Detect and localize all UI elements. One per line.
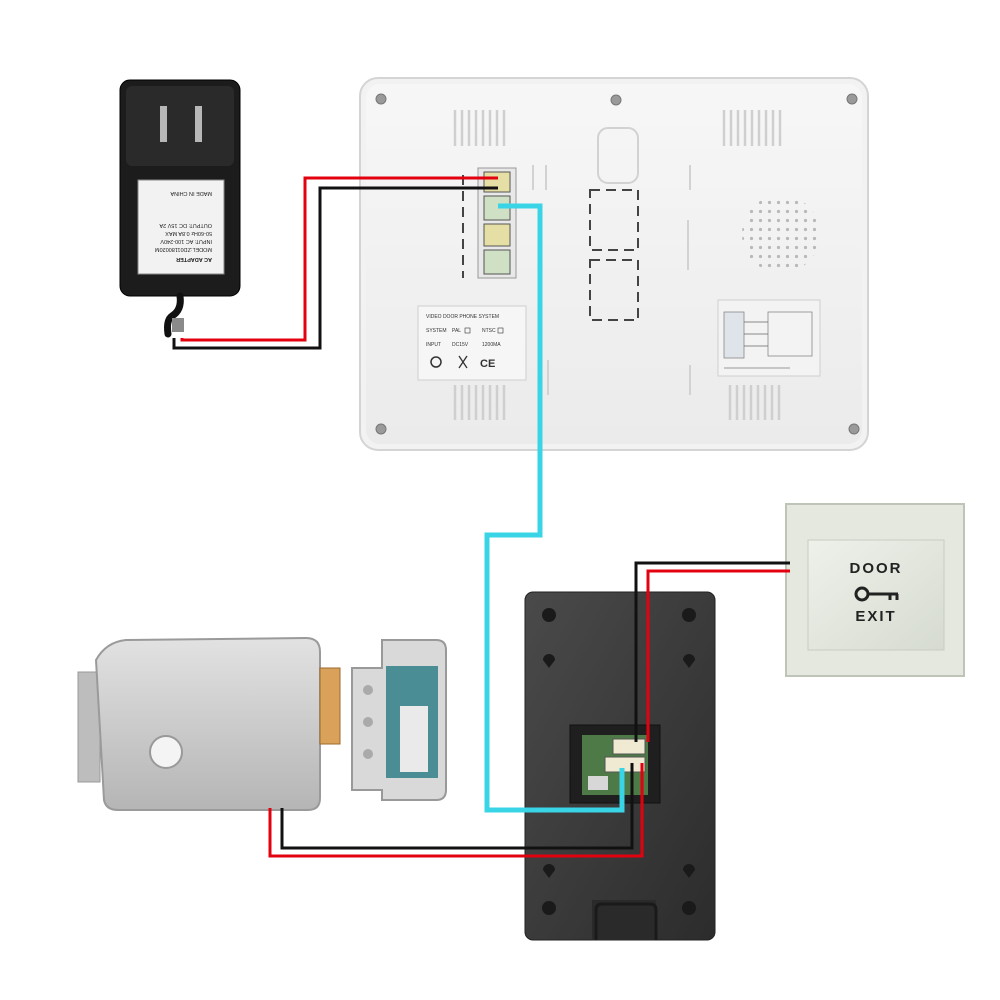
exit-button-line2: EXIT: [855, 608, 896, 625]
monitor-spec-label: VIDEO DOOR PHONE SYSTEM SYSTEM PAL NTSC …: [417, 305, 527, 381]
monitor-slots: [532, 127, 691, 395]
speaker-grille: [742, 195, 820, 273]
ac-adapter: AC ADAPTER MODEL:ZD01180020M INPUT: AC 1…: [119, 79, 241, 338]
wire-adapter-black: [172, 186, 498, 350]
outdoor-panel-holes: [542, 608, 696, 915]
lock-keyhole: [149, 735, 183, 769]
lock-mount-plate: [77, 671, 101, 783]
wires: [172, 176, 790, 858]
wire-adapter-red: [180, 176, 498, 342]
ce-mark: CE: [480, 358, 495, 370]
weee-bin-icon: [458, 355, 468, 369]
electric-lock: [77, 636, 447, 811]
adapter-barrel-plug: [172, 318, 184, 332]
spec-input: INPUT: [426, 342, 441, 348]
adapter-title: AC ADAPTER: [176, 256, 212, 262]
wire-lock-red: [268, 763, 644, 858]
adapter-line-2: INPUT: AC 100-240V: [160, 238, 212, 244]
outdoor-camera-panel: [524, 591, 716, 941]
adapter-label: [137, 179, 225, 275]
door-exit-button: DOOR EXIT: [785, 503, 965, 677]
adapter-line-4: OUTPUT: DC 15V 2A: [159, 222, 212, 228]
plug-prong-left: [160, 106, 167, 142]
adapter-label-text: AC ADAPTER MODEL:ZD01180020M INPUT: AC 1…: [155, 190, 212, 262]
monitor-vents: [453, 110, 782, 420]
wire-exit-red: [646, 569, 790, 742]
spec-pal: PAL: [452, 328, 461, 334]
adapter-line-3: 50-60Hz 0.8A MAX: [165, 230, 212, 236]
spec-system: SYSTEM: [426, 328, 447, 334]
spec-voltage: DC15V: [452, 342, 469, 348]
wire-lock-black: [280, 763, 634, 850]
key-icon: [854, 586, 899, 602]
adapter-line-1: MODEL:ZD01180020M: [155, 246, 212, 252]
monitor-terminal-block: [477, 167, 517, 279]
outdoor-terminal-top: [612, 738, 646, 755]
indoor-monitor: VIDEO DOOR PHONE SYSTEM SYSTEM PAL NTSC …: [359, 77, 869, 451]
spec-current: 1200MA: [482, 342, 501, 348]
lock-bolt: [319, 667, 341, 745]
lock-body: [94, 636, 321, 811]
monitor-schematic-label: [717, 299, 821, 377]
spec-ntsc: NTSC: [482, 328, 496, 334]
adapter-cable: [164, 292, 184, 338]
rohs-icon: [430, 356, 442, 368]
exit-button-line1: DOOR: [850, 560, 903, 577]
monitor-screws: [375, 93, 860, 435]
monitor-bracket-marks: [462, 175, 639, 321]
wire-monitor-panel-cyan: [484, 203, 625, 813]
outdoor-terminal-bottom: [604, 756, 646, 773]
wire-exit-black: [634, 561, 790, 742]
outdoor-panel-notch: [592, 900, 656, 940]
adapter-line-5: MADE IN CHINA: [170, 190, 212, 196]
lock-strike-opening: [400, 706, 428, 772]
plug-prong-right: [195, 106, 202, 142]
spec-title: VIDEO DOOR PHONE SYSTEM: [426, 314, 499, 320]
